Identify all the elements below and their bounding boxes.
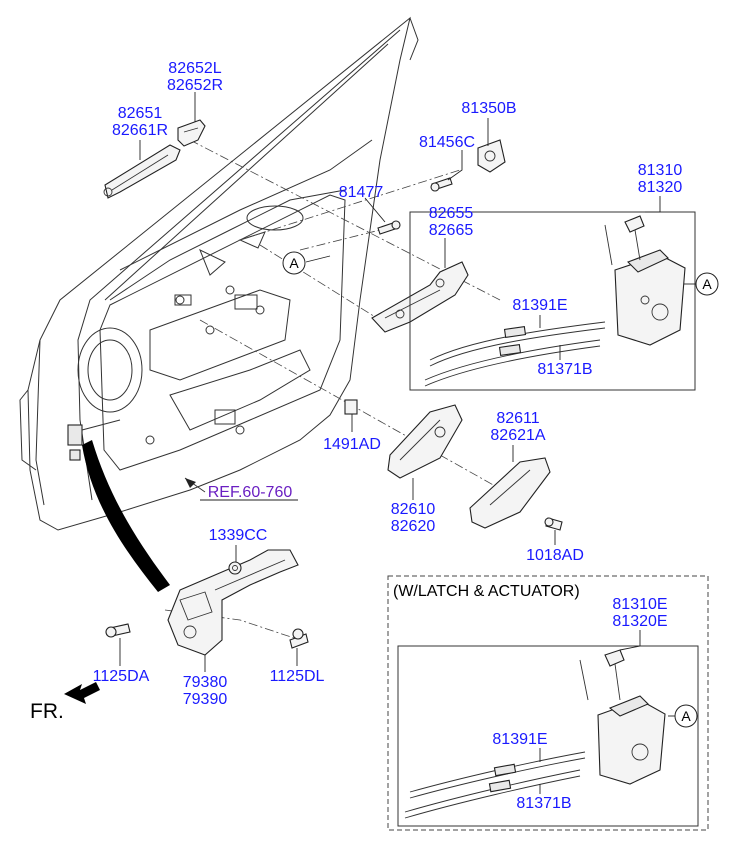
checker-nut xyxy=(228,561,242,575)
door-checker xyxy=(167,549,299,656)
label-82621A: 82621A xyxy=(490,427,545,444)
inner-handle xyxy=(387,404,463,479)
label-82652L: 82652L xyxy=(168,60,221,77)
label-81456C: 81456C xyxy=(419,134,475,151)
label-81320: 81320 xyxy=(638,179,683,196)
label-1018AD: 1018AD xyxy=(526,547,584,564)
label-82620: 82620 xyxy=(391,518,436,535)
label-opt-81371B: 81371B xyxy=(516,795,571,812)
svg-text:A: A xyxy=(681,708,691,724)
checker-bolt-right xyxy=(289,628,309,649)
checker-callout-arrow xyxy=(82,440,170,592)
latch-rods xyxy=(424,321,606,387)
latch-group-box xyxy=(409,211,696,391)
label-1339CC: 1339CC xyxy=(209,527,268,544)
optional-latch-inner xyxy=(397,645,699,827)
label-1125DA: 1125DA xyxy=(93,668,150,685)
circle-marker-optional: A xyxy=(674,704,698,728)
label-81477: 81477 xyxy=(339,184,384,201)
inner-handle-cover xyxy=(469,457,551,529)
label-79380: 79380 xyxy=(183,674,228,691)
label-82661R: 82661R xyxy=(112,122,168,139)
front-arrow xyxy=(64,682,100,704)
outer-handle-cover xyxy=(177,119,206,147)
label-81310E: 81310E xyxy=(612,596,667,613)
striker-screw xyxy=(430,177,453,192)
striker xyxy=(477,139,506,173)
handle-bracket xyxy=(371,261,469,333)
label-79390: 79390 xyxy=(183,691,228,708)
optional-latch-box xyxy=(387,575,709,831)
label-82652R: 82652R xyxy=(167,77,223,94)
label-82651: 82651 xyxy=(118,105,163,122)
optional-latch-rods xyxy=(404,751,586,819)
label-81391E: 81391E xyxy=(512,297,567,314)
inner-handle-screw xyxy=(544,517,563,531)
door-latch xyxy=(604,215,686,346)
label-82611: 82611 xyxy=(496,410,539,427)
label-front: FR. xyxy=(30,700,64,723)
label-option-title: (W/LATCH & ACTUATOR) xyxy=(393,583,580,600)
label-81371B: 81371B xyxy=(537,361,592,378)
label-1125DL: 1125DL xyxy=(270,668,325,685)
optional-door-latch xyxy=(579,649,666,785)
circle-marker-door: A xyxy=(282,251,306,275)
label-1491AD: 1491AD xyxy=(323,436,381,453)
checker-bolt-left xyxy=(105,623,131,638)
leader-lines xyxy=(119,92,695,794)
label-opt-81391E: 81391E xyxy=(492,731,547,748)
part-labels: 82652L 82652R 82651 82661R 81350B 81456C… xyxy=(30,60,682,812)
label-82655: 82655 xyxy=(429,205,474,222)
outer-door-handle xyxy=(103,144,181,199)
label-81320E: 81320E xyxy=(612,613,667,630)
clip xyxy=(344,399,358,415)
label-82610: 82610 xyxy=(391,501,436,518)
label-reference: REF.60-760 xyxy=(208,484,293,501)
svg-text:A: A xyxy=(702,276,712,292)
label-81350B: 81350B xyxy=(461,100,516,117)
label-81310: 81310 xyxy=(638,162,683,179)
door-panel xyxy=(19,16,419,531)
svg-text:A: A xyxy=(289,255,299,271)
handle-bolt xyxy=(377,220,401,235)
label-82665: 82665 xyxy=(429,222,474,239)
circle-marker-latch: A xyxy=(695,272,719,296)
